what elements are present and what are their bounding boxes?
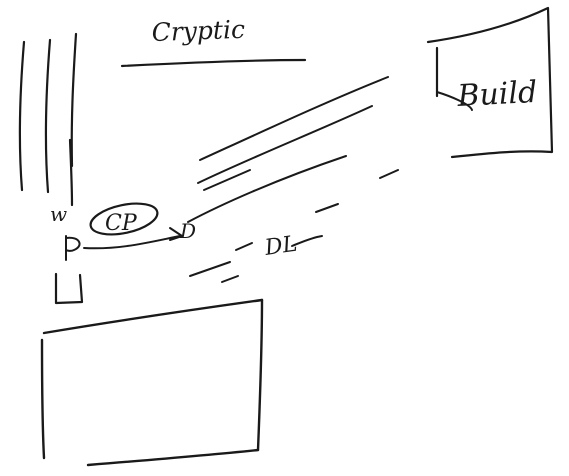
dash-left-of-dl <box>236 243 252 250</box>
build-label: Build <box>456 75 538 114</box>
left-wall-line-2 <box>46 40 50 192</box>
diagonal-line-4 <box>188 156 346 222</box>
large-rectangle <box>44 300 262 333</box>
diagonal-line-3 <box>204 170 250 190</box>
lower-dash-1 <box>190 262 230 276</box>
diagonal-line-2 <box>198 106 372 183</box>
large-rectangle-right <box>258 300 262 450</box>
page-title: Cryptic <box>151 15 245 47</box>
title-underline <box>122 60 305 66</box>
cup-shape <box>56 274 82 303</box>
lower-dash-2 <box>222 276 238 282</box>
diagonal-line-1 <box>200 77 388 160</box>
node-w-label: w <box>50 202 67 226</box>
large-rectangle-bottom <box>88 450 258 465</box>
small-node-glyph <box>66 236 80 260</box>
node-cp-label: CP <box>105 211 138 236</box>
diagonal-line-5 <box>380 170 398 178</box>
diagonal-line-6 <box>316 204 338 212</box>
cp-to-d-arrow <box>84 236 180 248</box>
large-rectangle-left <box>42 340 44 458</box>
left-wall-line-3 <box>72 34 76 166</box>
left-wall-line-1 <box>20 42 24 190</box>
